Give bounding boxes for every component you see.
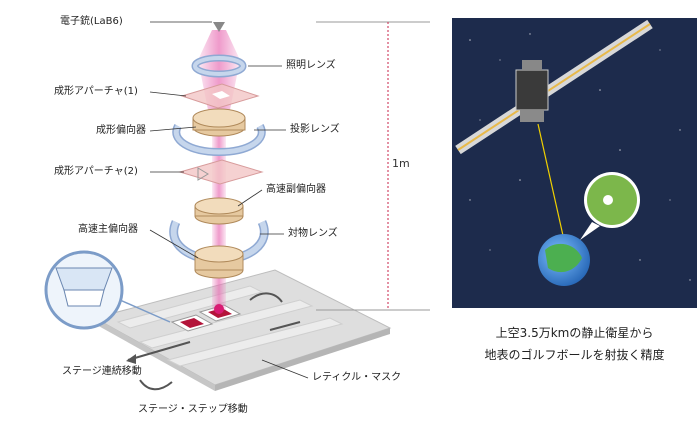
- caption-line-1: 上空3.5万kmの静止衛星から: [495, 326, 654, 340]
- leader-lines: [149, 21, 309, 379]
- label-illumination-lens: 照明レンズ: [286, 60, 336, 71]
- label-reticle-mask: レティクル・マスク: [312, 372, 402, 383]
- shaping-deflector: [192, 108, 246, 137]
- stage-platform: [93, 269, 392, 391]
- scale-label: 1m: [392, 157, 410, 170]
- label-stage-continuous: ステージ連続移動: [62, 366, 142, 377]
- label-stage-step: ステージ・ステップ移動: [138, 404, 248, 415]
- electron-gun-icon: [213, 22, 225, 32]
- fast-main-deflector: [194, 245, 244, 279]
- reticle-mask: [170, 304, 242, 332]
- illumination-lens-ring: [191, 54, 247, 78]
- earth-icon: [538, 234, 590, 286]
- label-fast-main-deflector: 高速主偏向器: [78, 224, 138, 235]
- satellite-icon: [515, 60, 549, 122]
- shaping-aperture-1: [180, 83, 260, 109]
- label-shaping-aperture-1: 成形アパーチャ(1): [54, 86, 138, 97]
- shaping-aperture-2: [178, 159, 264, 185]
- inset-magnifier: [44, 250, 171, 330]
- label-projection-lens: 投影レンズ: [290, 124, 340, 135]
- caption-line-2: 地表のゴルフボールを射抜く精度: [484, 348, 665, 362]
- label-electron-gun: 電子銃(LaB6): [60, 16, 123, 27]
- scale-bar: [316, 21, 430, 311]
- label-fast-sub-deflector: 高速副偏向器: [266, 184, 326, 195]
- label-shaping-deflector: 成形偏向器: [96, 125, 146, 136]
- stage-arrows: [126, 292, 301, 391]
- label-shaping-aperture-2: 成形アパーチャ(2): [54, 166, 138, 177]
- laser-line: [537, 123, 565, 241]
- label-objective-lens: 対物レンズ: [288, 228, 338, 239]
- projection-lens-ring: [172, 124, 266, 157]
- fast-sub-deflector: [194, 197, 244, 225]
- golf-ball-callout: [580, 172, 640, 240]
